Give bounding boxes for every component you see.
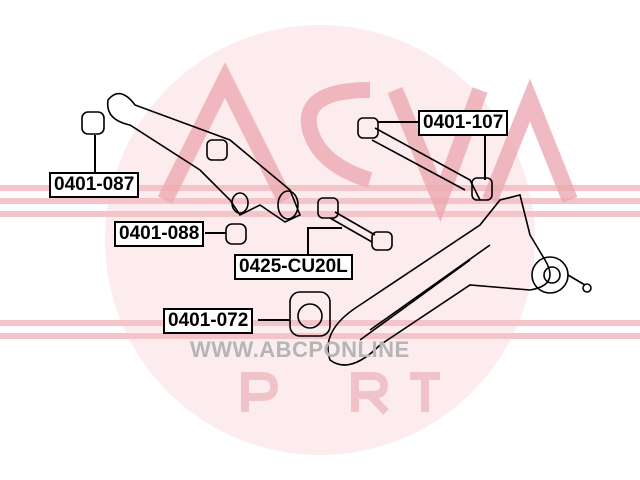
part-label-0401-107[interactable]: 0401-107 [418,110,509,136]
bushing-0401-087 [81,111,105,135]
part-label-0401-072[interactable]: 0401-072 [163,308,254,334]
watermark-text: WWW.ABCPONLINE [190,337,410,362]
bushing-0401-088 [225,223,247,245]
bushing-0401-072 [289,291,331,337]
logo-part-letters [241,372,440,415]
part-label-0401-087[interactable]: 0401-087 [49,172,140,198]
part-label-0401-088[interactable]: 0401-088 [114,221,205,247]
part-label-0425-cu20l[interactable]: 0425-CU20L [234,254,353,280]
